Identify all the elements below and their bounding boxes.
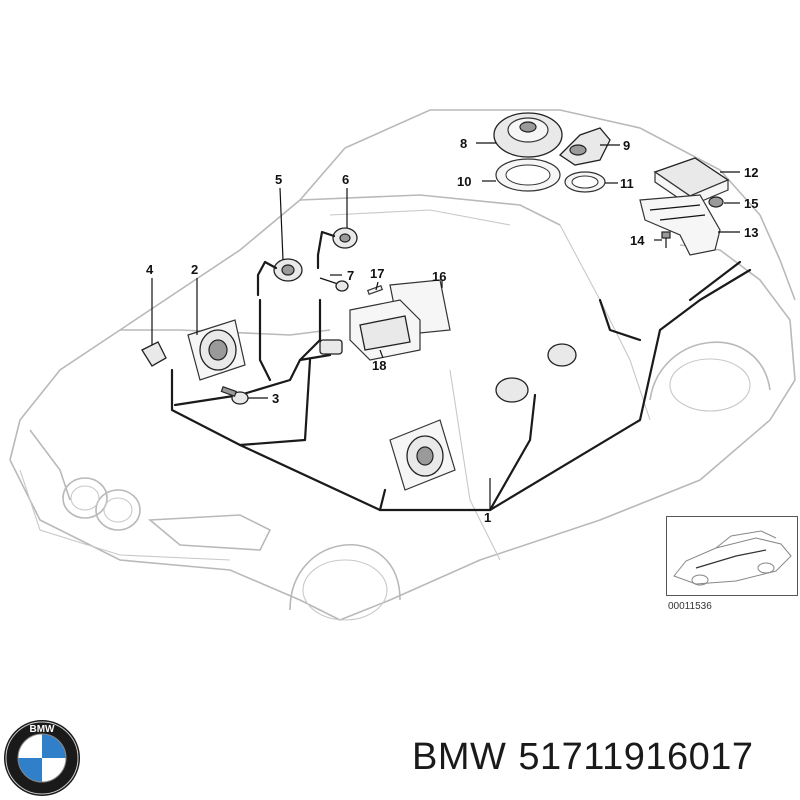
callout-10: 10: [457, 174, 471, 189]
callout-18: 18: [372, 358, 386, 373]
callout-1: 1: [484, 510, 491, 525]
part-tweeter-6: [316, 227, 358, 270]
callout-14: 14: [630, 233, 645, 248]
callout-15: 15: [744, 196, 758, 211]
callout-8: 8: [460, 136, 467, 151]
callouts: 1 2 3 4 5 6 7 8 9 10 11 12 13 14 15 16 1…: [146, 136, 758, 525]
callout-2: 2: [191, 262, 198, 277]
callout-16: 16: [432, 269, 446, 284]
callout-3: 3: [272, 391, 279, 406]
callout-12: 12: [744, 165, 758, 180]
part-tweeter-bracket-9: [558, 127, 611, 166]
callout-9: 9: [623, 138, 630, 153]
callout-7: 7: [347, 268, 354, 283]
part-speaker-2: [187, 319, 246, 381]
part-ring-11: [564, 171, 606, 193]
part-grommet-15: [708, 196, 724, 208]
part-door-speaker: [319, 339, 577, 491]
bmw-logo-icon: BMW: [4, 720, 80, 796]
callout-4: 4: [146, 262, 154, 277]
part-radio-frame-18: [349, 299, 421, 361]
brand-name: BMW: [412, 736, 507, 778]
part-screw-3: [220, 385, 249, 405]
part-speaker-8: [493, 112, 563, 158]
part-ring-10: [495, 158, 561, 192]
callout-17: 17: [370, 266, 384, 281]
callout-11: 11: [620, 176, 634, 191]
leader-lines: [151, 142, 740, 510]
wiring-harness: [170, 260, 752, 512]
part-screw-14: [661, 231, 671, 248]
logo-letters: BMW: [30, 724, 56, 735]
callout-13: 13: [744, 225, 758, 240]
part-screw-7: [319, 277, 349, 292]
part-bracket-13: [639, 194, 721, 256]
diagram-id: 00011536: [668, 601, 712, 612]
part-tweeter-5: [256, 258, 303, 297]
part-identifier: BMW 51711916017: [412, 736, 766, 779]
car-outline: [9, 109, 796, 621]
callout-5: 5: [275, 172, 282, 187]
part-number: 51711916017: [518, 736, 754, 778]
callout-6: 6: [342, 172, 349, 187]
part-clip-4: [141, 341, 167, 367]
part-pin-17: [366, 284, 384, 296]
vehicle-thumbnail: [666, 516, 798, 596]
